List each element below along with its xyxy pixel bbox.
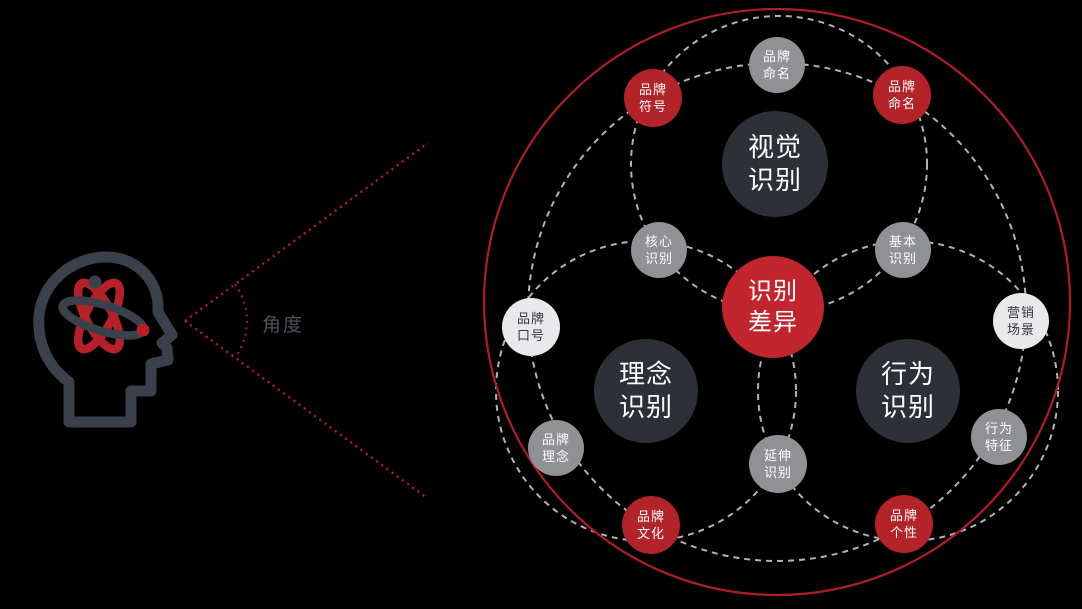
node-label-line: 识别 <box>748 278 798 305</box>
node-label-line: 文化 <box>636 526 665 541</box>
angle-label: 角度 <box>262 315 305 336</box>
node-concept-identity: 理念识别 <box>594 339 698 443</box>
outer-red-circle <box>482 7 1072 597</box>
node-brand-naming-right: 品牌命名 <box>873 66 931 124</box>
node-behavior-identity: 行为识别 <box>856 339 960 443</box>
angle-arc <box>234 283 248 359</box>
node-label-line: 命名 <box>887 96 916 111</box>
node-label-line: 品牌 <box>889 508 918 523</box>
node-label-line: 场景 <box>1006 322 1035 337</box>
node-label-line: 行为 <box>984 421 1013 436</box>
angle-upper-ray <box>184 142 429 322</box>
node-brand-concept: 品牌理念 <box>528 420 584 476</box>
node-label-line: 延伸 <box>763 448 792 463</box>
node-core-identity: 核心识别 <box>631 222 687 278</box>
node-label-line: 识别 <box>888 251 917 266</box>
node-label-line: 识别 <box>618 392 673 422</box>
node-label-line: 品牌 <box>541 432 570 447</box>
node-behavior-traits: 行为特征 <box>971 409 1027 465</box>
node-label-line: 理念 <box>541 449 570 464</box>
node-label-line: 行为 <box>880 359 935 389</box>
node-label-line: 视觉 <box>747 132 802 162</box>
node-label-line: 命名 <box>762 66 791 81</box>
node-label-line: 识别 <box>880 392 935 422</box>
node-label-line: 品牌 <box>516 311 545 326</box>
node-brand-naming-top: 品牌命名 <box>749 37 805 93</box>
node-label-line: 特征 <box>984 438 1013 453</box>
node-brand-culture: 品牌文化 <box>622 496 680 554</box>
node-label-line: 口号 <box>516 328 545 343</box>
node-label-line: 品牌 <box>887 79 916 94</box>
node-label-line: 核心 <box>644 234 673 249</box>
node-marketing-scene: 营销场景 <box>993 293 1049 349</box>
node-visual-identity: 视觉识别 <box>722 111 828 217</box>
node-label-line: 识别 <box>763 465 792 480</box>
node-label-line: 营销 <box>1006 305 1035 320</box>
node-label-line: 符号 <box>638 99 667 114</box>
head-outline <box>33 251 178 428</box>
node-label-line: 理念 <box>618 359 673 389</box>
node-basic-identity: 基本识别 <box>875 222 931 278</box>
node-identity-difference: 识别差异 <box>722 256 824 358</box>
node-brand-personality: 品牌个性 <box>875 495 933 553</box>
angle-lower-ray <box>184 320 428 499</box>
node-label-line: 差异 <box>748 309 798 336</box>
node-label-line: 基本 <box>888 234 917 249</box>
atom-icon <box>58 275 150 354</box>
node-label-line: 品牌 <box>638 82 667 97</box>
node-brand-symbol: 品牌符号 <box>624 69 682 127</box>
node-brand-slogan: 品牌口号 <box>502 298 560 356</box>
node-label-line: 个性 <box>889 525 918 540</box>
head-with-atom-icon <box>33 251 178 428</box>
node-label-line: 品牌 <box>636 509 665 524</box>
node-label-line: 品牌 <box>762 49 791 64</box>
node-extended-identity: 延伸识别 <box>749 435 807 493</box>
node-label-line: 识别 <box>747 165 802 195</box>
node-label-line: 识别 <box>644 251 673 266</box>
